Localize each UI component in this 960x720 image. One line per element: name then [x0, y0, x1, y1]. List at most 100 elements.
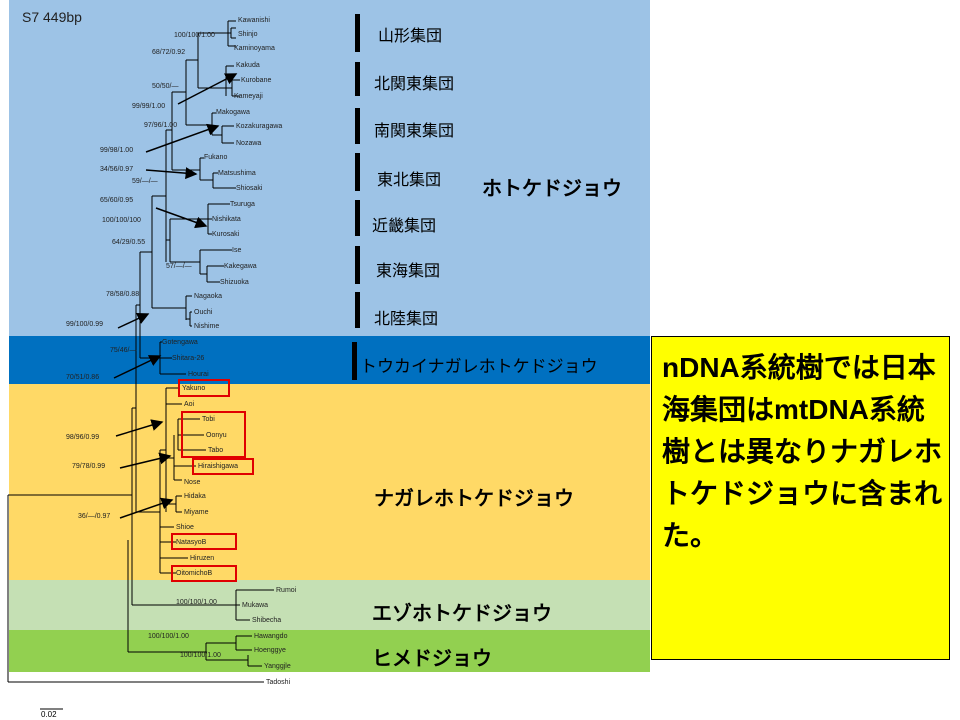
group-bar	[355, 153, 360, 191]
group-bar	[355, 246, 360, 284]
taxon-label: Rumoi	[276, 587, 297, 594]
support-value: 57/—/—	[166, 263, 192, 270]
taxon-label: Hiraishigawa	[198, 463, 239, 470]
taxon-label: Kurobane	[241, 77, 272, 84]
taxon-label: Tadoshi	[266, 679, 291, 686]
species-label-nagare: ナガレホトケドジョウ	[374, 488, 574, 510]
species-label-hime: ヒメドジョウ	[372, 648, 492, 670]
ezo-band	[9, 580, 650, 630]
support-value: 50/50/—	[152, 83, 179, 90]
taxon-label: Hiruzen	[190, 555, 215, 562]
taxon-label: Nishime	[194, 323, 220, 330]
group-bar	[355, 292, 360, 328]
support-value: 79/78/0.99	[72, 463, 106, 470]
group-label-kinki: 近畿集団	[372, 218, 437, 235]
taxon-label: Tabo	[208, 447, 224, 454]
taxon-label: Shiosaki	[236, 185, 263, 192]
taxon-label: Ise	[232, 247, 242, 254]
taxon-label: OitomichoB	[176, 570, 213, 577]
taxon-label: Shinjo	[238, 31, 258, 38]
support-value: 99/100/0.99	[66, 321, 103, 328]
taxon-label: Fukano	[204, 154, 228, 161]
species-label-toukai: トウカイナガレホトケドジョウ	[360, 357, 598, 376]
group-bar	[355, 62, 360, 96]
taxon-label: Yanggjle	[264, 663, 291, 670]
highlight-box-oitomichob	[171, 565, 237, 582]
support-value: 65/60/0.95	[100, 197, 134, 204]
annotation-arrows	[113, 73, 238, 519]
group-label-tohoku: 東北集団	[377, 172, 442, 189]
taxon-label: Matsushima	[218, 170, 256, 177]
hotoke-band	[9, 0, 650, 336]
taxon-label: Kakegawa	[224, 263, 257, 270]
scale-label: 0.02	[41, 710, 57, 719]
toukai-band	[9, 336, 650, 384]
taxon-label: Shitara-26	[172, 355, 205, 362]
support-value: 100/100/1.00	[174, 32, 215, 39]
support-value: 64/29/0.55	[112, 239, 146, 246]
taxon-label: Hoenggye	[254, 647, 286, 654]
hime-band	[9, 630, 650, 672]
taxon-label: Ouchi	[194, 309, 213, 316]
taxon-label: Hourai	[188, 371, 209, 378]
taxon-label: Nose	[184, 479, 201, 486]
nagare-band	[9, 384, 650, 580]
support-value: 100/100/1.00	[148, 633, 189, 640]
taxon-label: Hawangdo	[254, 633, 288, 640]
highlight-box-hiraishigawa	[192, 458, 254, 475]
support-value: 97/96/1.00	[144, 122, 178, 129]
taxon-label: Kurosaki	[212, 231, 240, 238]
species-label-hotoke: ホトケドジョウ	[482, 178, 622, 200]
taxon-label: Mukawa	[242, 602, 269, 609]
support-value: 59/—/—	[132, 178, 158, 185]
support-value: 99/98/1.00	[100, 147, 134, 154]
species-label-ezo: エゾホトケドジョウ	[372, 603, 552, 625]
group-label-tokai: 東海集団	[376, 263, 441, 280]
taxon-label: Tobi	[202, 416, 215, 423]
taxon-label: Oonyu	[206, 432, 227, 439]
taxon-label: Aoi	[184, 401, 195, 408]
group-label-kitakanto: 北関東集団	[374, 76, 455, 93]
group-bar	[352, 342, 357, 380]
taxon-label: Kaminoyama	[234, 45, 275, 52]
highlight-box-yakuno	[178, 379, 230, 397]
support-value: 100/100/1.00	[176, 599, 217, 606]
taxon-label: Tsuruga	[230, 201, 255, 208]
support-value: 36/—/0.97	[78, 513, 111, 520]
support-value: 70/51/0.86	[66, 374, 100, 381]
group-label-yamagata: 山形集団	[378, 28, 443, 45]
tree-branches	[7, 20, 274, 683]
taxon-label: Gotengawa	[162, 339, 198, 346]
group-label-minamikanto: 南関東集団	[374, 123, 455, 140]
group-label-hokuriku: 北陸集団	[374, 311, 439, 328]
taxon-label: Hidaka	[184, 493, 206, 500]
support-value: 100/100/100	[102, 217, 141, 224]
group-bar	[355, 200, 360, 236]
support-value: 68/72/0.92	[152, 49, 186, 56]
taxon-label: Miyame	[184, 509, 209, 516]
taxon-label: Kawanishi	[238, 17, 270, 24]
highlight-box-natasyob	[171, 533, 237, 550]
note-box: nDNA系統樹では日本海集団はmtDNA系統樹とは異なりナガレホトケドジョウに含…	[651, 336, 950, 660]
highlight-box-tobi-oonyu-tabo	[181, 411, 246, 458]
taxon-label: Nagaoka	[194, 293, 223, 300]
support-value: 100/100/1.00	[180, 652, 221, 659]
taxon-label: Nishikata	[212, 216, 241, 223]
taxon-label: Makogawa	[216, 109, 250, 116]
taxon-label: Shizuoka	[220, 279, 249, 286]
taxon-label: Shibecha	[252, 617, 282, 624]
support-value: 78/58/0.88	[106, 291, 140, 298]
group-bar	[355, 14, 360, 52]
group-bar	[355, 108, 360, 144]
taxon-label: Shioe	[176, 524, 194, 531]
taxon-label: Kakuda	[236, 62, 260, 69]
taxon-label: NatasyoB	[176, 539, 207, 546]
support-value: 99/99/1.00	[132, 103, 166, 110]
support-value: 98/96/0.99	[66, 434, 100, 441]
taxon-label: Kameyaji	[234, 93, 263, 100]
taxon-label: Kozakuragawa	[236, 123, 283, 130]
taxon-label: Nozawa	[236, 140, 262, 147]
support-value: 75/46/—	[110, 347, 137, 354]
figure-title: S7 449bp	[22, 9, 82, 25]
